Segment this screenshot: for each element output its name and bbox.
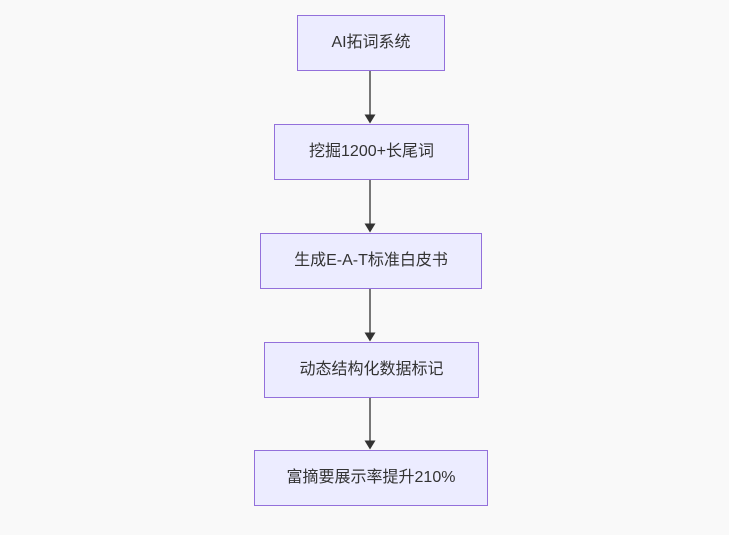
flow-node-step-5: 富摘要展示率提升210% xyxy=(254,450,488,506)
flow-node-step-2: 挖掘1200+长尾词 xyxy=(274,124,469,180)
edge-3-arrowhead-icon xyxy=(364,332,376,342)
edge-2-arrowhead-icon xyxy=(364,223,376,233)
edge-1-arrowhead-icon xyxy=(364,114,376,124)
flow-node-step-4: 动态结构化数据标记 xyxy=(264,342,479,398)
edge-step2-step3 xyxy=(364,180,376,233)
edge-step1-step2 xyxy=(364,71,376,124)
edge-step3-step4 xyxy=(364,289,376,342)
flow-node-step-3: 生成E-A-T标准白皮书 xyxy=(260,233,482,289)
edge-step4-step5 xyxy=(364,398,376,450)
flow-node-step-1: AI拓词系统 xyxy=(297,15,445,71)
edge-4-arrowhead-icon xyxy=(364,440,376,450)
